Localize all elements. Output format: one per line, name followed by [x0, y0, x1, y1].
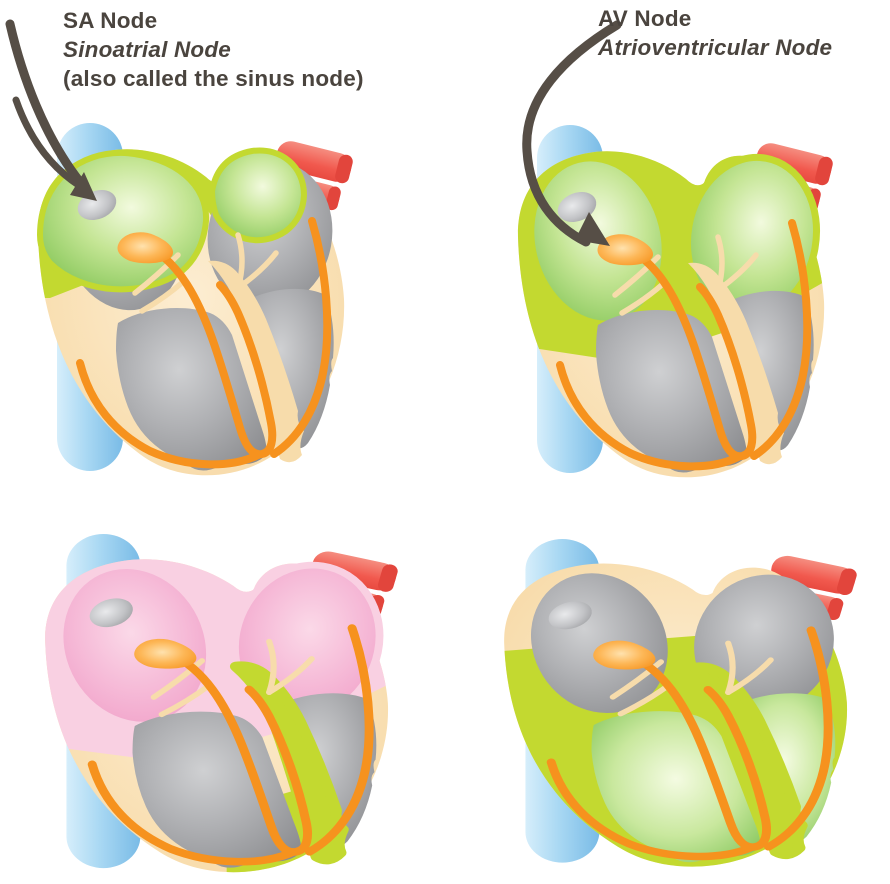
- sa-node-label-title: SA Node: [63, 8, 158, 33]
- heart-panel-ventricular-activation: [504, 539, 859, 867]
- atrium-top-highlight: [212, 150, 304, 240]
- sa-node-label: SA Node Sinoatrial Node (also called the…: [63, 6, 364, 93]
- av-node-label-title: AV Node: [598, 6, 692, 31]
- av-node-label: AV Node Atrioventricular Node: [598, 4, 832, 62]
- av-node-label-subtitle: Atrioventricular Node: [598, 35, 833, 60]
- av-node-arrow: [522, 20, 622, 247]
- sa-node-arrow: [5, 19, 97, 201]
- heart-panel-av-node: [514, 125, 835, 478]
- sa-node-label-subtitle: Sinoatrial Node: [63, 37, 232, 62]
- heart-panel-atrial-activation: [40, 534, 400, 873]
- sa-node-label-note: (also called the sinus node): [63, 66, 364, 91]
